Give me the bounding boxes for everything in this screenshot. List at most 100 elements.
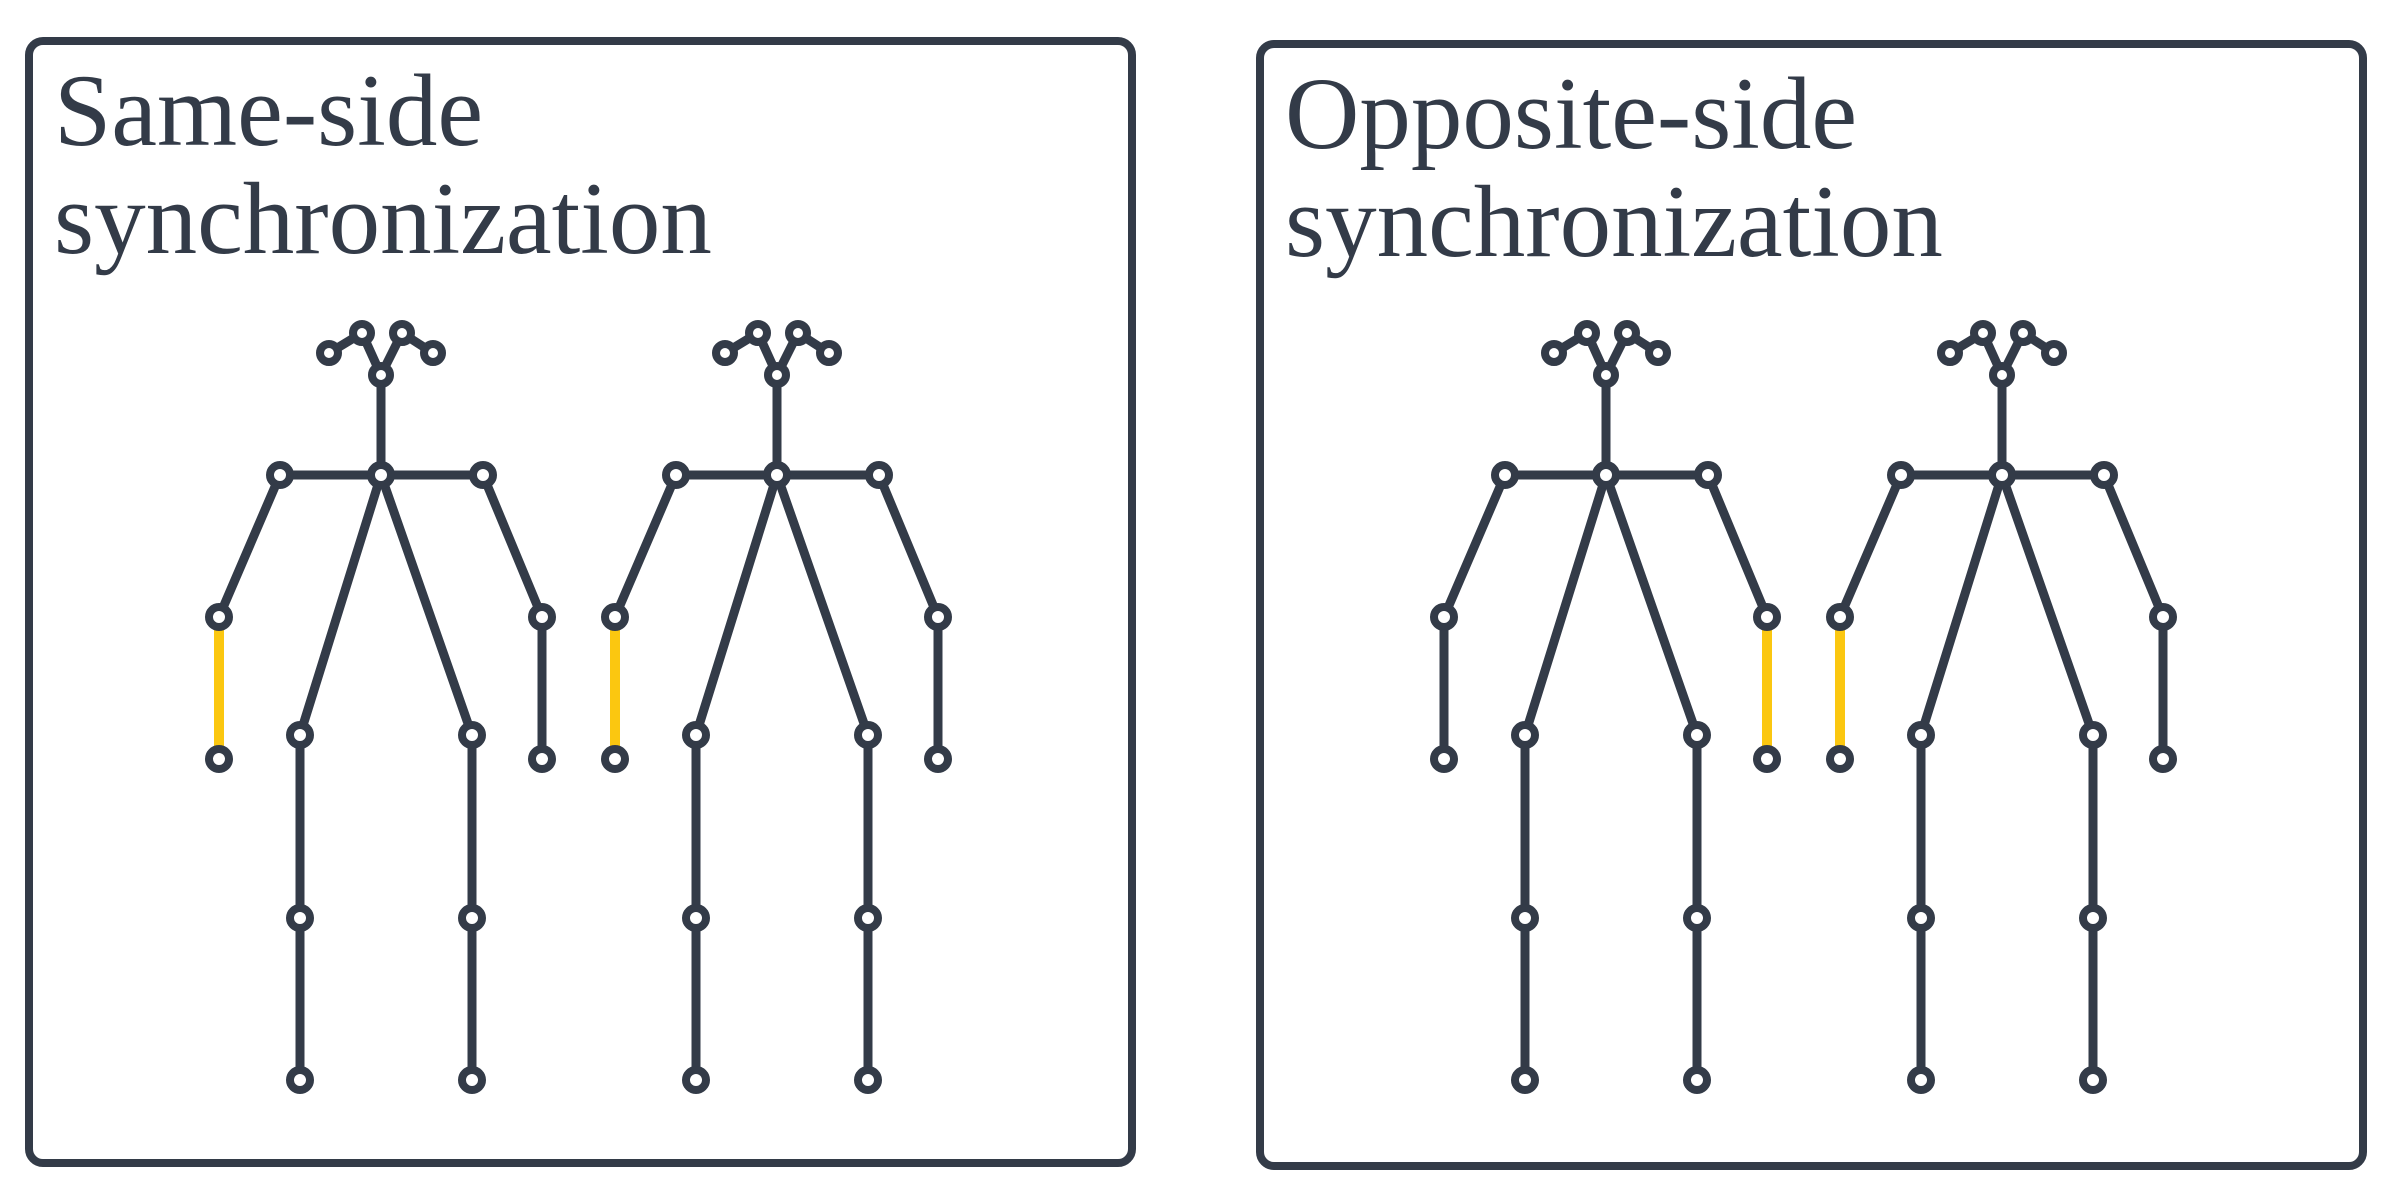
joint-left-eye <box>1970 320 1996 346</box>
panel-same-side: Same-side synchronization <box>25 37 1136 1167</box>
joint-neck <box>1592 461 1620 489</box>
bone-right-upper-arm <box>2099 470 2168 622</box>
joint-right-elbow <box>924 603 952 631</box>
joint-left-ankle <box>682 1066 710 1094</box>
joint-right-eye <box>389 320 415 346</box>
joint-left-ear <box>712 340 738 366</box>
bone-left-torso <box>1916 470 2007 740</box>
joint-right-hip <box>458 721 486 749</box>
joint-left-hip <box>682 721 710 749</box>
joint-left-ear <box>316 340 342 366</box>
joint-right-elbow <box>2149 603 2177 631</box>
joint-left-ear <box>1541 340 1567 366</box>
joint-right-wrist <box>2149 745 2177 773</box>
bone-left-upper-arm <box>1835 470 1906 622</box>
joint-right-eye <box>785 320 811 346</box>
joint-left-eye <box>349 320 375 346</box>
bone-right-upper-arm <box>478 470 547 622</box>
joint-left-shoulder <box>662 461 690 489</box>
skeleton-right-person <box>1826 320 2177 1094</box>
panel-title-same-side-line2: synchronization <box>54 162 712 276</box>
skeleton-group-same-side <box>205 320 952 1094</box>
joint-right-ear <box>816 340 842 366</box>
joint-left-elbow <box>601 603 629 631</box>
joint-nose <box>764 362 790 388</box>
joint-left-ankle <box>1511 1066 1539 1094</box>
panel-opposite-side: Opposite-side synchronization <box>1256 40 2367 1170</box>
joint-left-wrist <box>205 745 233 773</box>
joint-nose <box>1989 362 2015 388</box>
joint-right-eye <box>1614 320 1640 346</box>
joint-neck <box>367 461 395 489</box>
joint-left-hip <box>1511 721 1539 749</box>
joint-left-ankle <box>286 1066 314 1094</box>
bone-right-upper-arm <box>1703 470 1772 622</box>
joint-right-ear <box>2041 340 2067 366</box>
joint-left-elbow <box>1826 603 1854 631</box>
bone-left-torso <box>691 470 782 740</box>
joint-left-knee <box>682 904 710 932</box>
joint-right-ear <box>420 340 446 366</box>
joint-right-shoulder <box>2090 461 2118 489</box>
bone-left-torso <box>295 470 386 740</box>
panel-border-same-side <box>25 37 1136 1167</box>
skeleton-left-person <box>205 320 556 1094</box>
joint-left-knee <box>1511 904 1539 932</box>
panel-border-opposite-side <box>1256 40 2367 1170</box>
bone-right-torso <box>1997 470 2098 740</box>
joint-right-ear <box>1645 340 1671 366</box>
skeleton-right-person <box>601 320 952 1094</box>
joint-neck <box>1988 461 2016 489</box>
bone-right-torso <box>772 470 873 740</box>
joint-right-wrist <box>1753 745 1781 773</box>
bone-left-upper-arm <box>1439 470 1510 622</box>
joint-right-ankle <box>2079 1066 2107 1094</box>
joint-nose <box>368 362 394 388</box>
joint-right-knee <box>458 904 486 932</box>
joint-right-shoulder <box>469 461 497 489</box>
joint-left-eye <box>1574 320 1600 346</box>
joint-right-knee <box>854 904 882 932</box>
joint-left-wrist <box>1430 745 1458 773</box>
bone-left-upper-arm <box>610 470 681 622</box>
panel-title-opposite-side-line2: synchronization <box>1285 165 1943 279</box>
joint-right-shoulder <box>1694 461 1722 489</box>
joint-left-ear <box>1937 340 1963 366</box>
joint-right-ankle <box>1683 1066 1711 1094</box>
joint-left-eye <box>745 320 771 346</box>
joint-right-hip <box>854 721 882 749</box>
joint-left-shoulder <box>266 461 294 489</box>
bone-left-upper-arm <box>214 470 285 622</box>
joint-right-knee <box>2079 904 2107 932</box>
joint-right-elbow <box>1753 603 1781 631</box>
joint-left-wrist <box>601 745 629 773</box>
joint-right-shoulder <box>865 461 893 489</box>
joint-right-elbow <box>528 603 556 631</box>
joint-neck <box>763 461 791 489</box>
bone-right-upper-arm <box>874 470 943 622</box>
joint-right-ankle <box>854 1066 882 1094</box>
skeleton-group-opposite-side <box>1430 320 2177 1094</box>
joint-left-knee <box>286 904 314 932</box>
joint-right-knee <box>1683 904 1711 932</box>
joint-right-wrist <box>528 745 556 773</box>
joint-left-shoulder <box>1887 461 1915 489</box>
joint-left-knee <box>1907 904 1935 932</box>
joint-left-wrist <box>1826 745 1854 773</box>
joint-right-hip <box>1683 721 1711 749</box>
joint-left-shoulder <box>1491 461 1519 489</box>
joint-nose <box>1593 362 1619 388</box>
panel-title-same-side-line1: Same-side <box>54 54 483 168</box>
joint-right-hip <box>2079 721 2107 749</box>
joint-left-hip <box>1907 721 1935 749</box>
joint-left-ankle <box>1907 1066 1935 1094</box>
joint-right-ankle <box>458 1066 486 1094</box>
bone-left-torso <box>1520 470 1611 740</box>
panel-title-opposite-side-line1: Opposite-side <box>1285 57 1857 171</box>
skeleton-left-person <box>1430 320 1781 1094</box>
bone-right-torso <box>376 470 477 740</box>
joint-right-wrist <box>924 745 952 773</box>
joint-left-elbow <box>1430 603 1458 631</box>
joint-left-hip <box>286 721 314 749</box>
